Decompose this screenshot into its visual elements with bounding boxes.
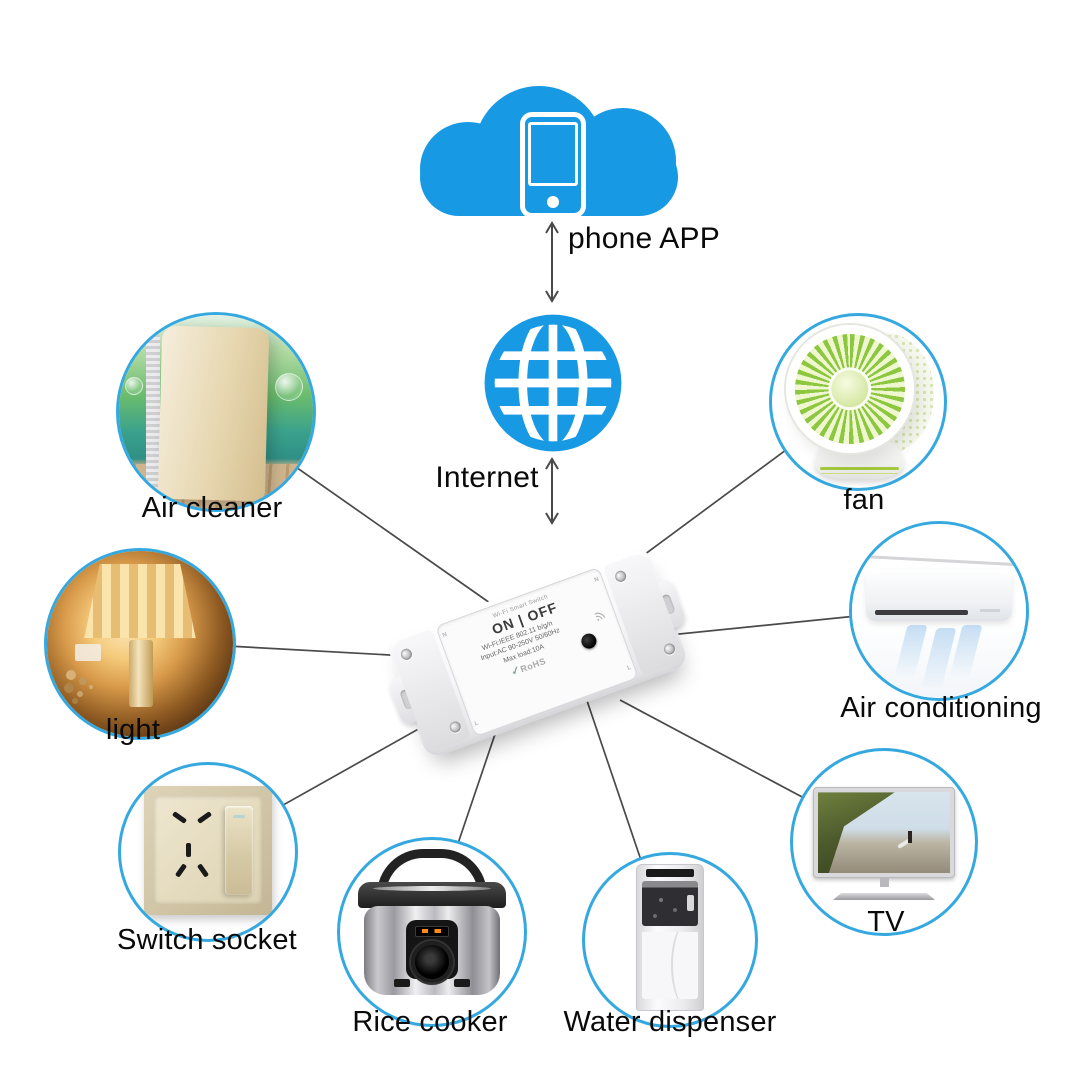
internet-label: Internet — [435, 461, 539, 494]
cooker-body — [363, 906, 501, 995]
cooker-foot — [454, 979, 471, 988]
light-photo — [44, 548, 236, 740]
tv-stand-base — [833, 892, 935, 900]
phone-screen — [528, 122, 578, 186]
tv-stand-neck — [880, 878, 890, 888]
air-cleaner-label: Air cleaner — [141, 492, 283, 524]
rice-cooker-label: Rice cooker — [352, 1006, 508, 1038]
cooker-display — [414, 925, 449, 937]
screw-icon — [613, 569, 628, 584]
cloud-icon — [420, 86, 678, 218]
wifi-smart-switch-device: Wi-Fi Smart Switch ON | OFF Wi-Fi:IEEE 8… — [384, 544, 690, 760]
socket-face — [153, 796, 263, 905]
switch-indicator — [233, 814, 246, 818]
socket-plate — [143, 785, 273, 915]
screw-icon — [448, 719, 463, 735]
lid-sheen — [373, 886, 491, 892]
switch-socket-photo — [118, 762, 298, 942]
ac-display — [979, 609, 1001, 613]
air-cleaner-unit — [157, 325, 269, 501]
screw-icon — [662, 641, 677, 657]
door-seam — [671, 931, 698, 999]
cooker-knob — [410, 940, 453, 983]
fan-hub — [828, 366, 872, 411]
cooker-lid — [358, 882, 506, 909]
cooker-control-panel — [406, 920, 458, 983]
ac-vent-slot — [874, 610, 969, 616]
socket-hole — [175, 862, 188, 878]
dispenser-cabinet — [636, 863, 704, 1012]
cooker-foot — [393, 979, 410, 988]
tv-scene-cliff — [818, 792, 895, 874]
dispenser-panel — [641, 880, 699, 926]
dispenser-door — [641, 931, 699, 999]
smartphone-icon — [520, 112, 586, 218]
bubble — [275, 373, 304, 402]
fan-base-stripe — [820, 467, 900, 471]
tv-screen — [818, 792, 950, 874]
dispenser-faucet — [686, 894, 694, 911]
bubble — [124, 377, 143, 396]
rice-cooker-photo — [337, 837, 527, 1027]
lamp-shade — [84, 564, 196, 639]
screw-icon — [399, 647, 414, 662]
device-label-panel: Wi-Fi Smart Switch ON | OFF Wi-Fi:IEEE 8… — [435, 566, 639, 738]
socket-hole — [186, 842, 192, 857]
wifi-icon — [594, 612, 606, 621]
air-cleaner-photo — [116, 312, 316, 512]
lamp-stand — [128, 640, 153, 708]
water-dispenser-label: Water dispenser — [563, 1006, 777, 1038]
socket-hole — [197, 862, 210, 878]
ac-unit — [865, 569, 1013, 622]
water-dispenser-photo — [582, 852, 758, 1028]
phone-app-label: phone APP — [568, 222, 720, 255]
phone-home-button — [547, 196, 559, 208]
fan-photo — [769, 313, 947, 491]
socket-hole — [197, 810, 213, 824]
dispenser-top-grille — [645, 868, 695, 877]
rocker-switch — [225, 805, 254, 895]
tv-scene-surfer — [907, 831, 912, 844]
switch-socket-label: Switch socket — [117, 924, 297, 956]
air-cleaner-vent — [146, 334, 160, 490]
tv-frame — [813, 787, 955, 879]
tv-label: TV — [867, 906, 905, 938]
cooker-handle — [376, 849, 488, 901]
panel-screws — [658, 897, 663, 902]
dried-flowers — [65, 670, 76, 681]
fan-blades — [785, 324, 914, 453]
wall-switch — [74, 644, 101, 661]
fan-label: fan — [843, 484, 885, 516]
air-conditioning-label: Air conditioning — [840, 692, 1042, 724]
internet-globe-icon — [484, 314, 622, 452]
light-label: light — [105, 714, 161, 746]
air-conditioning-photo — [849, 521, 1029, 701]
tv-photo — [790, 748, 978, 936]
socket-hole — [172, 810, 188, 824]
